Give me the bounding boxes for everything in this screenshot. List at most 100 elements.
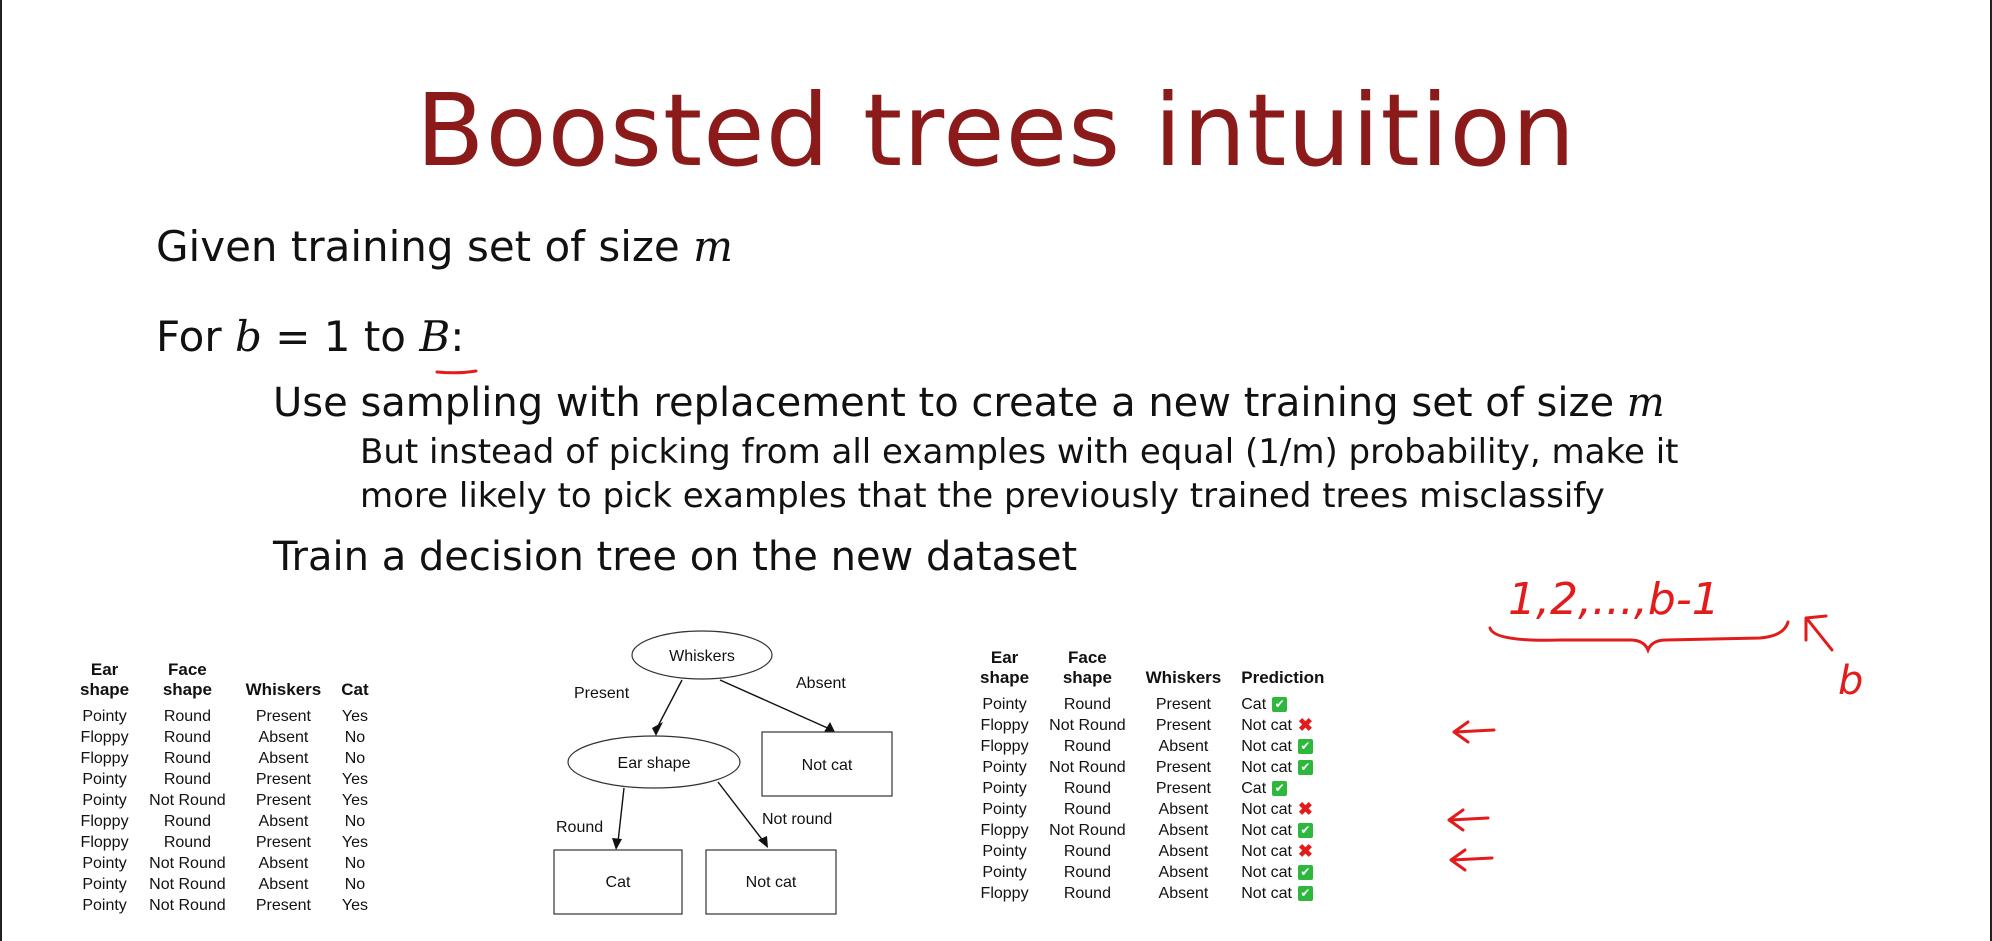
leaf-not-cat-bottom-label: Not cat [746,874,797,891]
line-given-training-set: Given training set of size m [156,222,733,271]
prediction-table-cell: Present [1155,717,1211,734]
training-table-cell: Round [163,729,211,746]
training-table-cell: Pointy [82,792,127,809]
prediction-table-cell: Absent [1158,822,1209,839]
prediction-cell: Not cat✖ [1231,841,1334,862]
prediction-table-cell: Not Round [1049,822,1126,839]
right-frame-edge [1990,0,1992,941]
left-frame-edge [0,0,2,941]
var-m-2: m [1626,380,1665,426]
training-table-cell: Pointy [82,708,127,725]
training-table-cell: No [344,876,366,893]
col2-prediction: Prediction [1241,668,1325,687]
training-table-header: Ear shape Face shape Whiskers Cat [70,660,379,706]
edge-round-label: Round [556,819,603,836]
check-icon: ✔ [1297,886,1313,902]
training-table-cell: Round [163,750,211,767]
node-whiskers-label: Whiskers [669,648,735,665]
training-table-cell: Present [255,792,311,809]
prediction-table-cell: Present [1155,780,1211,797]
prediction-table-cell: Pointy [982,864,1027,881]
prediction-label: Not cat [1241,885,1292,902]
decision-tree: Whiskers Present Absent Ear shape Not ca… [553,630,893,915]
prediction-table-cell: Floppy [980,822,1029,839]
prediction-table-cell: Round [1063,801,1111,818]
for-keyword: For [156,312,235,361]
check-icon: ✔ [1297,760,1313,776]
prediction-table-cell: Floppy [980,885,1029,902]
training-table-cell: Floppy [80,813,129,830]
training-table-cell: Present [255,897,311,914]
arrow-row-6 [1447,808,1490,832]
prediction-table-cell: Pointy [982,759,1027,776]
line-sampling: Use sampling with replacement to create … [273,380,1665,426]
col2-face-shape: Face shape [1062,648,1112,687]
training-table-cell: Not Round [149,897,226,914]
colon: : [450,312,465,361]
training-table-cell: Present [255,834,311,851]
training-table-cell: Yes [341,771,368,788]
prediction-table-cell: Round [1063,696,1111,713]
handwritten-b: b [1838,658,1863,704]
prediction-table-cell: Absent [1158,885,1209,902]
training-table-cell: Absent [258,855,309,872]
col-face-shape: Face shape [162,660,212,699]
leaf-not-cat-top [761,731,893,797]
training-table-cell: Absent [258,729,309,746]
training-table: Ear shape Face shape Whiskers Cat Pointy… [70,660,379,916]
prediction-table-cell: Not Round [1049,717,1126,734]
arrowhead-present [652,722,663,736]
prediction-cell: Cat ✔ [1231,778,1334,799]
prediction-table-cell: Absent [1158,738,1209,755]
var-B: B [419,312,451,361]
prediction-table-cell: Floppy [980,738,1029,755]
line-train-tree: Train a decision tree on the new dataset [273,534,1078,580]
prediction-table-cell: Absent [1158,864,1209,881]
training-table-cell: Absent [258,876,309,893]
training-table-cell: Round [163,813,211,830]
check-icon: ✔ [1272,781,1288,797]
handwritten-range: 1,2,...,b-1 [1508,574,1720,625]
training-table-cell: Floppy [80,834,129,851]
check-icon: ✔ [1297,823,1313,839]
node-ear-shape [567,735,741,789]
prediction-table-cell: Pointy [982,696,1027,713]
prediction-table-cell: Round [1063,885,1111,902]
prediction-label: Cat [1241,780,1267,797]
training-table-cell: Not Round [149,876,226,893]
training-table-cell: Round [163,708,211,725]
training-table-cell: Pointy [82,855,127,872]
line-instead-of: But instead of picking from all examples… [360,432,1679,472]
prediction-label: Not cat [1241,759,1292,776]
underline-B [435,369,478,375]
check-icon: ✔ [1272,697,1288,713]
prediction-cell: Not cat✔ [1231,862,1334,883]
prediction-label: Not cat [1241,864,1292,881]
col2-whiskers: Whiskers [1145,668,1222,687]
slide-title: Boosted trees intuition [415,72,1577,189]
prediction-table-cell: Round [1063,738,1111,755]
training-table-cell: Floppy [80,729,129,746]
col-whiskers: Whiskers [245,680,322,699]
training-table-cell: Present [255,771,311,788]
training-table-cell: Not Round [149,855,226,872]
prediction-table-cell: Present [1155,696,1211,713]
check-icon: ✔ [1297,739,1313,755]
prediction-table-cell: Round [1063,864,1111,881]
prediction-table-row: Floppy Round Absent Not cat ✔ [970,883,1334,904]
prediction-table-cell: Present [1155,759,1211,776]
handwritten-brace [1488,620,1790,655]
training-table-cell: Floppy [80,750,129,767]
edge-round [617,787,625,843]
training-table-cell: Yes [341,897,368,914]
prediction-label: Not cat [1241,843,1292,860]
